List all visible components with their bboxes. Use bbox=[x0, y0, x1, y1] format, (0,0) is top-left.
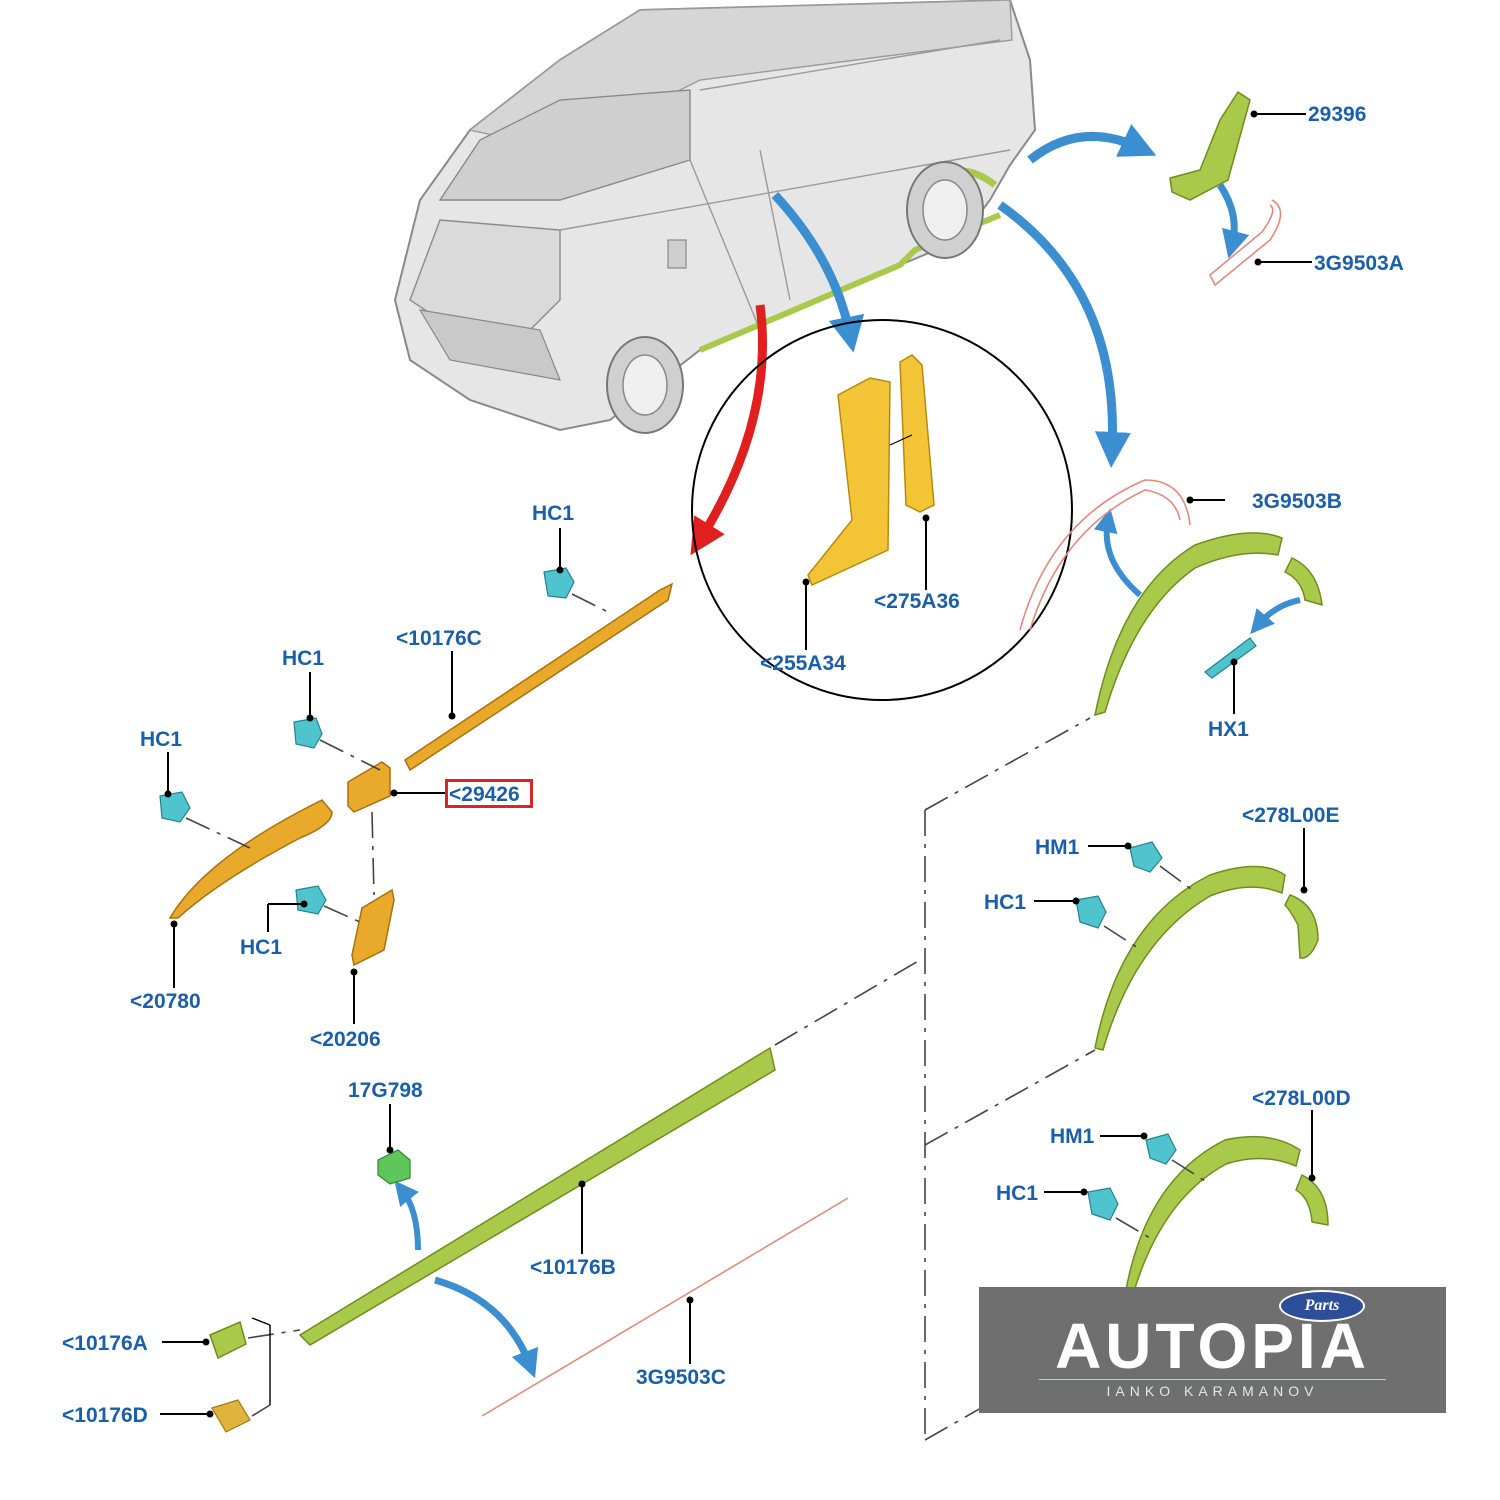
pillar-255a34 bbox=[807, 377, 891, 587]
label-hc1-c[interactable]: HC1 bbox=[140, 728, 182, 751]
hm1-clip-b bbox=[1145, 1133, 1177, 1165]
label-17g798[interactable]: 17G798 bbox=[348, 1079, 423, 1102]
hc1-clip-e bbox=[1075, 895, 1107, 929]
label-278l00e[interactable]: <278L00E bbox=[1242, 804, 1340, 827]
van-illustration bbox=[393, 0, 1037, 434]
label-255a34[interactable]: <255A34 bbox=[760, 652, 846, 675]
detail-circle bbox=[691, 319, 1073, 701]
part-29396 bbox=[1169, 90, 1251, 201]
part-10176a bbox=[209, 1320, 247, 1360]
arrow-to-3g9503b bbox=[1093, 508, 1142, 598]
part-29426 bbox=[347, 761, 391, 813]
hc1-clip-c bbox=[159, 791, 191, 823]
arrow-to-moldings bbox=[690, 304, 767, 556]
tape-3g9503a bbox=[1208, 199, 1282, 287]
label-3g9503c[interactable]: 3G9503C bbox=[636, 1366, 726, 1389]
wheel-arch-278l00d bbox=[1124, 1135, 1301, 1300]
label-29396[interactable]: 29396 bbox=[1308, 103, 1366, 126]
parts-badge-logo: Parts bbox=[1279, 1290, 1365, 1322]
wheel-arch-upper bbox=[1094, 532, 1283, 717]
leader-lines bbox=[160, 110, 1316, 1418]
arrow-to-17g798 bbox=[394, 1180, 421, 1251]
arrow-to-wheel-arch bbox=[997, 201, 1131, 468]
label-20206[interactable]: <20206 bbox=[310, 1028, 381, 1051]
brand-name: AUTOPIA bbox=[1055, 1310, 1370, 1382]
label-3g9503a[interactable]: 3G9503A bbox=[1314, 252, 1404, 275]
hc1-clip-d bbox=[295, 885, 327, 915]
label-275a36[interactable]: <275A36 bbox=[874, 590, 960, 613]
molding-10176c bbox=[404, 582, 674, 772]
label-hx1[interactable]: HX1 bbox=[1208, 718, 1249, 741]
part-20206 bbox=[351, 888, 395, 967]
arrow-to-29396 bbox=[1027, 124, 1157, 164]
label-3g9503b[interactable]: 3G9503B bbox=[1252, 490, 1342, 513]
sill-molding-10176b bbox=[298, 1046, 776, 1346]
label-10176d[interactable]: <10176D bbox=[62, 1404, 148, 1427]
part-10176d bbox=[211, 1399, 251, 1433]
brand-watermark: Parts AUTOPIA IANKO KARAMANOV bbox=[979, 1287, 1446, 1413]
label-10176a[interactable]: <10176A bbox=[62, 1332, 148, 1355]
hc1-clip-f bbox=[1087, 1187, 1119, 1221]
tape-3g9503b bbox=[1019, 479, 1191, 631]
label-hc1-f[interactable]: HC1 bbox=[996, 1182, 1038, 1205]
part-17g798 bbox=[377, 1149, 411, 1185]
label-20780[interactable]: <20780 bbox=[130, 990, 201, 1013]
hm1-clip-a bbox=[1129, 841, 1163, 873]
arrow-to-3g9503a bbox=[1217, 183, 1250, 259]
tape-3g9503c bbox=[481, 1197, 849, 1417]
label-29426[interactable]: <29426 bbox=[449, 783, 520, 806]
label-hc1-e[interactable]: HC1 bbox=[984, 891, 1026, 914]
label-hm1-a[interactable]: HM1 bbox=[1035, 836, 1080, 859]
label-hc1-a[interactable]: HC1 bbox=[532, 502, 574, 525]
selected-part-highlight bbox=[445, 779, 533, 808]
molding-20780 bbox=[168, 799, 333, 919]
label-hm1-b[interactable]: HM1 bbox=[1050, 1125, 1095, 1148]
pillar-275a36 bbox=[899, 354, 935, 513]
label-278l00d[interactable]: <278L00D bbox=[1252, 1087, 1351, 1110]
hc1-clip-b bbox=[293, 717, 323, 749]
arrow-to-3g9503c bbox=[434, 1276, 539, 1379]
arrow-to-hx1 bbox=[1250, 597, 1301, 635]
label-10176c[interactable]: <10176C bbox=[396, 627, 482, 650]
brand-subtitle: IANKO KARAMANOV bbox=[1106, 1383, 1319, 1399]
wheel-arch-278l00e bbox=[1094, 865, 1286, 1051]
hx1-clip bbox=[1204, 637, 1257, 679]
label-hc1-b[interactable]: HC1 bbox=[282, 647, 324, 670]
label-hc1-d[interactable]: HC1 bbox=[240, 936, 282, 959]
brand-divider bbox=[1039, 1379, 1386, 1380]
arrow-to-pillars bbox=[771, 191, 865, 353]
label-10176b[interactable]: <10176B bbox=[530, 1256, 616, 1279]
